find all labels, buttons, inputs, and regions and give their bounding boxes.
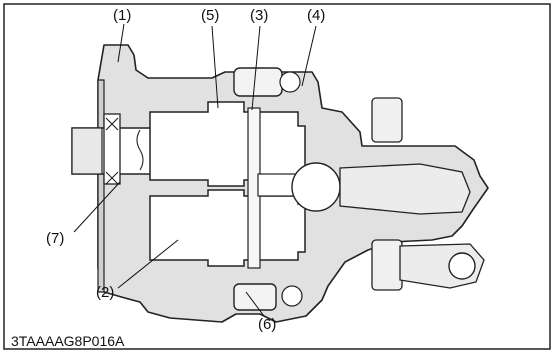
callout-3: (3) [250, 7, 269, 24]
callout-7: (7) [46, 230, 65, 247]
leader-6 [245, 291, 265, 317]
top-bolt [233, 67, 283, 97]
callout-1: (1) [113, 7, 132, 24]
shaft-break-line [136, 129, 144, 171]
housing-boss [291, 162, 341, 212]
right-bolt-lower [371, 239, 403, 291]
leader-5 [211, 25, 219, 109]
leader-7 [73, 181, 121, 233]
callout-5: (5) [201, 7, 220, 24]
top-bolt-head [279, 71, 301, 93]
driven-gear [149, 189, 306, 267]
leader-4 [301, 25, 317, 87]
callout-4: (4) [307, 7, 326, 24]
seal-hatch-upper [105, 117, 119, 131]
right-bolt-upper [371, 97, 403, 143]
figure-code: 3TAAAAG8P016A [11, 333, 125, 349]
bracket-hole [448, 252, 476, 280]
bottom-bolt [233, 283, 277, 311]
leader-3 [251, 25, 261, 111]
callout-6: (6) [258, 316, 277, 333]
shaft-end [71, 127, 103, 175]
cover-flange [97, 79, 105, 293]
bottom-bolt-head [281, 285, 303, 307]
mounting-bracket [339, 163, 471, 215]
oil-seal [103, 113, 121, 185]
drive-gear [149, 101, 306, 187]
leader-2 [117, 239, 179, 289]
leader-lines [73, 23, 317, 317]
seal-hatch-lower [105, 171, 119, 185]
callout-2: (2) [96, 284, 115, 301]
leader-1 [117, 23, 125, 63]
